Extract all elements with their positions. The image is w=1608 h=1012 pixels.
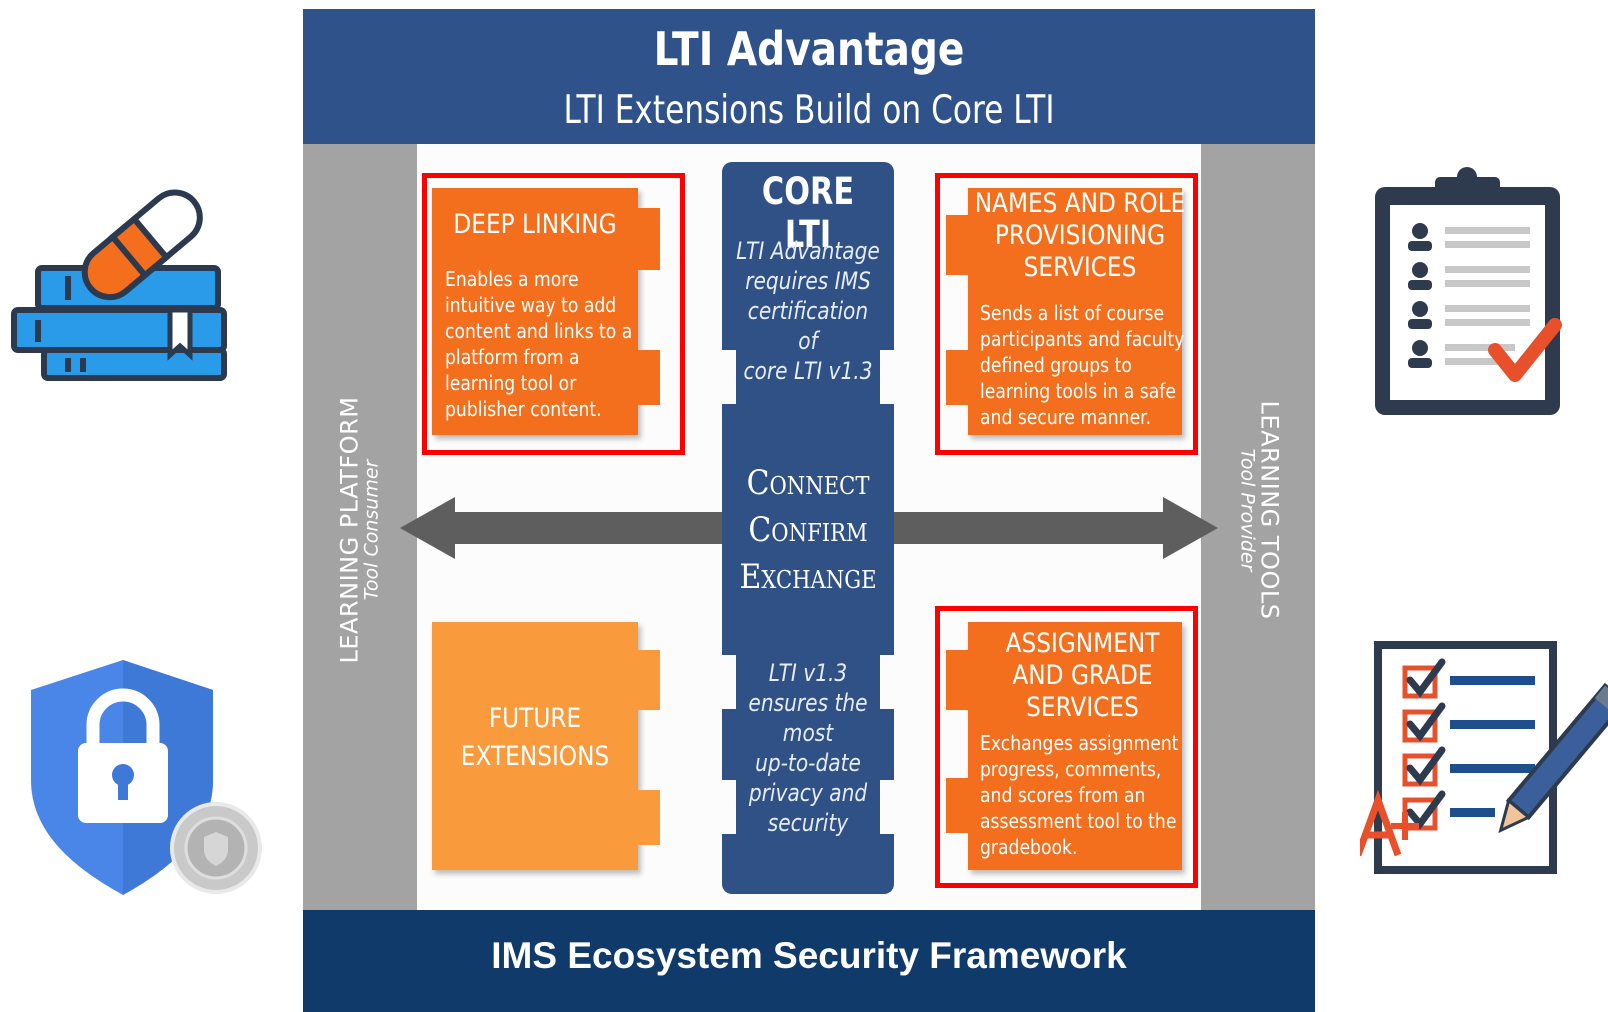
desc-line: intuitive way to add — [445, 293, 617, 317]
names-roles-title: NAMES AND ROLE PROVISIONING SERVICES — [964, 188, 1196, 284]
tool-provider-label: Tool Provider — [1236, 448, 1259, 572]
desc-line: Exchanges assignment — [980, 731, 1179, 755]
title-line: AND GRADE — [1012, 660, 1153, 691]
deep-linking-title: DEEP LINKING — [453, 209, 617, 240]
assignment-grade-title: ASSIGNMENT AND GRADE SERVICES — [964, 628, 1201, 724]
core-security-line: security — [767, 809, 849, 837]
spine-notch — [722, 350, 736, 404]
spine-notch — [880, 780, 894, 834]
arrow-right-shaft — [892, 512, 1176, 544]
graded-checklist-pencil-icon — [1360, 641, 1608, 874]
diagram-title: LTI Advantage — [653, 22, 965, 76]
title-line: PROVISIONING — [994, 220, 1166, 251]
desc-line: content and links to a — [445, 319, 633, 343]
arrow-right-head — [1163, 497, 1218, 559]
piece-tab — [946, 350, 972, 405]
desc-line: and secure manner. — [980, 405, 1152, 429]
arrow-left-shaft — [440, 512, 724, 544]
core-security-line: up-to-date — [755, 749, 861, 777]
names-roles-description: Sends a list of course participants and … — [980, 300, 1186, 430]
names-roles-piece — [968, 188, 1182, 435]
title-line: ASSIGNMENT — [1005, 628, 1160, 659]
learning-tools-label: LEARNING TOOLS Tool Provider — [1236, 400, 1284, 620]
desc-line: Enables a more — [445, 267, 579, 291]
desc-line: learning tool or — [445, 371, 577, 395]
desc-line: learning tools in a safe — [980, 379, 1176, 403]
piece-tab — [946, 215, 972, 275]
piece-tab — [946, 650, 972, 710]
names-roles-highlight — [935, 173, 1198, 455]
piece-tab — [632, 350, 660, 405]
title-line: SERVICES — [1023, 252, 1137, 283]
connect-label: Connect — [746, 463, 870, 503]
spine-notch — [722, 780, 736, 834]
title-line: EXTENSIONS — [460, 741, 610, 772]
core-requirement-line: LTI Advantage — [736, 237, 880, 265]
confirm-label: Confirm — [748, 510, 868, 550]
desc-line: defined groups to — [980, 353, 1132, 377]
desc-line: progress, comments, — [980, 757, 1162, 781]
piece-tab — [632, 790, 660, 845]
core-requirement-text: LTI Advantage requires IMS certification… — [736, 236, 880, 386]
future-extensions-piece — [432, 622, 638, 870]
spine-notch — [880, 350, 894, 404]
core-security-line: most — [782, 719, 834, 747]
future-extensions-title: FUTURE EXTENSIONS — [446, 700, 623, 776]
core-security-line: ensures the — [748, 689, 868, 717]
deep-linking-description: Enables a more intuitive way to add cont… — [445, 266, 651, 422]
learning-platform-label: LEARNING PLATFORM Tool Consumer — [335, 396, 383, 664]
core-lti-spine — [722, 162, 894, 894]
books-eraser-icon — [11, 189, 227, 381]
spine-notch — [722, 655, 736, 709]
clipboard-roster-check-icon — [1375, 167, 1562, 415]
desc-line: publisher content. — [445, 397, 602, 421]
piece-tab — [632, 208, 660, 270]
title-line: FUTURE — [488, 703, 582, 734]
security-shield-lock-icon — [31, 660, 262, 895]
spine-notch — [880, 655, 894, 709]
desc-line: assessment tool to the — [980, 809, 1177, 833]
diagram-subtitle: LTI Extensions Build on Core LTI — [563, 88, 1055, 133]
tool-consumer-label: Tool Consumer — [360, 459, 383, 601]
core-requirement-line: requires IMS — [745, 267, 871, 295]
learning-platform-title: LEARNING PLATFORM — [335, 396, 364, 664]
learning-tools-bar — [1201, 144, 1315, 910]
security-framework-footer: IMS Ecosystem Security Framework — [303, 910, 1315, 1012]
assignment-grade-piece — [968, 622, 1182, 870]
desc-line: gradebook. — [980, 835, 1078, 859]
assignment-grade-description: Exchanges assignment progress, comments,… — [980, 730, 1186, 860]
core-requirement-line: certification of — [747, 297, 869, 355]
assignment-grade-highlight — [935, 606, 1198, 888]
arrow-left-head — [400, 497, 455, 559]
exchange-label: Exchange — [739, 557, 877, 597]
core-lti-title: CORE LTI — [761, 170, 855, 256]
title-line: SERVICES — [1026, 692, 1139, 723]
title-banner — [303, 9, 1315, 144]
core-security-line: LTI v1.3 — [768, 659, 848, 687]
desc-line: and scores from an — [980, 783, 1146, 807]
desc-line: platform from a — [445, 345, 580, 369]
title-line: NAMES AND ROLE — [974, 188, 1186, 219]
deep-linking-highlight — [422, 173, 685, 455]
connect-confirm-exchange: Connect Confirm Exchange — [732, 460, 883, 601]
deep-linking-piece — [432, 188, 638, 435]
desc-line: Sends a list of course — [980, 301, 1165, 325]
core-requirement-line: core LTI v1.3 — [743, 357, 873, 385]
piece-tab — [632, 650, 660, 710]
core-security-line: privacy and — [748, 779, 868, 807]
piece-tab — [946, 778, 972, 833]
learning-platform-bar — [303, 144, 417, 910]
desc-line: participants and faculty — [980, 327, 1185, 351]
core-security-text: LTI v1.3 ensures the most up-to-date pri… — [736, 658, 880, 838]
learning-tools-title: LEARNING TOOLS — [1255, 400, 1284, 620]
